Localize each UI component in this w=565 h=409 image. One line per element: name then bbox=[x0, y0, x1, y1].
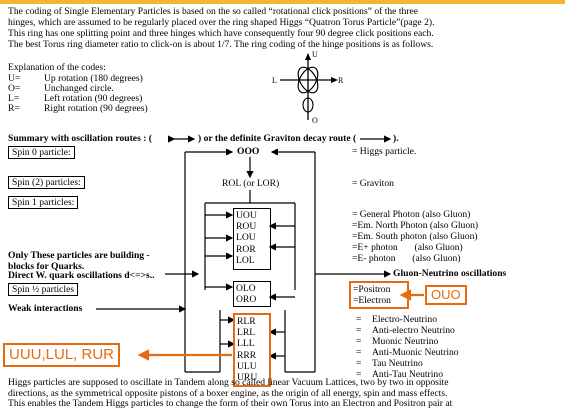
weak-name-lrl: Anti-electro Neutrino bbox=[372, 325, 455, 336]
hinge-rotor-illustration: U R L O bbox=[258, 50, 348, 130]
weak-name-uru: Anti-Tau Neutrino bbox=[372, 369, 443, 380]
intro-line-1: The coding of Single Elementary Particle… bbox=[8, 6, 419, 17]
intro-line-2: hinges, which are assumed to be regularl… bbox=[8, 17, 435, 28]
spin1-code-rou: ROU bbox=[236, 221, 257, 233]
spin1-code-lou: LOU bbox=[236, 232, 256, 244]
spin1-code-ror: ROR bbox=[236, 243, 256, 255]
footer-line-2: directions, as the symmetrical opposite … bbox=[8, 388, 448, 399]
summary-middle: ) or the definite Graviton decay route ( bbox=[198, 133, 357, 144]
spin-half-label: Spin ½ particles bbox=[8, 283, 79, 296]
weak-label: Weak interactions bbox=[8, 303, 83, 314]
spin-half-code-group: OLO ORO bbox=[233, 281, 271, 307]
spin1-code-lol: LOL bbox=[236, 254, 255, 266]
rotor-label-up: U bbox=[312, 50, 318, 59]
code-desc-u: Up rotation (180 degrees) bbox=[44, 73, 143, 84]
code-desc-r: Right rotation (90 degrees) bbox=[44, 103, 148, 114]
spin2-name: = Graviton bbox=[352, 178, 394, 189]
spin1-name-rou: =Em. North Photon (also Gluon) bbox=[352, 220, 479, 231]
quarks-note-line-1: Only These particles are building - bbox=[8, 250, 150, 261]
weak-bullet-6: = bbox=[356, 369, 362, 380]
weak-code-lrl: LRL bbox=[237, 327, 256, 339]
weak-bullet-3: = bbox=[356, 336, 362, 347]
code-desc-o: Unchanged circle. bbox=[44, 83, 114, 94]
gluon-neutrino-label: Gluon-Neutrino oscillations bbox=[393, 268, 507, 279]
spin-half-name-positron: =Positron bbox=[353, 284, 391, 295]
spin2-code: ROL (or LOR) bbox=[222, 178, 280, 189]
code-key-u: U= bbox=[8, 73, 21, 84]
weak-code-uru: URU bbox=[237, 372, 258, 384]
footer-line-3: This enables the Tandem Higgs particles … bbox=[8, 398, 453, 409]
footer-line-1: Higgs particles are supposed to oscillat… bbox=[8, 377, 449, 388]
spin1-name-uou: = General Photon (also Gluon) bbox=[352, 209, 471, 220]
ouo-callout: OUO bbox=[425, 285, 467, 305]
spin1-name-ror: =E+ photon (also Gluon) bbox=[352, 242, 463, 253]
summary-suffix: ). bbox=[393, 133, 399, 144]
code-key-r: R= bbox=[8, 103, 20, 114]
weak-name-rlr: Electro-Neutrino bbox=[372, 314, 437, 325]
weak-code-group: RLR LRL LLL RRR ULU URU bbox=[233, 313, 271, 387]
spin-half-name-group: =Positron =Electron bbox=[349, 281, 409, 309]
spin-half-code-oro: ORO bbox=[236, 294, 257, 306]
summary-prefix: Summary with oscillation routes : ( bbox=[8, 133, 152, 144]
spin1-code-uou: UOU bbox=[236, 210, 257, 221]
quarks-note-line-2: blocks for Quarks. bbox=[8, 261, 85, 272]
weak-code-rrr: RRR bbox=[237, 349, 257, 361]
spin1-label: Spin 1 particles: bbox=[8, 196, 79, 209]
top-accent-bar bbox=[0, 0, 565, 4]
code-key-l: L= bbox=[8, 93, 20, 104]
rotor-label-left: L bbox=[272, 76, 277, 85]
weak-code-rlr: RLR bbox=[237, 316, 256, 327]
weak-name-lll: Muonic Neutrino bbox=[372, 336, 439, 347]
spin-half-name-electron: =Electron bbox=[353, 295, 391, 307]
spin0-name: = Higgs particle. bbox=[352, 146, 417, 157]
spin1-name-lou: =Em. South photon (also Gluon) bbox=[352, 231, 478, 242]
weak-name-ulu: Tau Neutrino bbox=[372, 358, 423, 369]
rotor-label-down: O bbox=[312, 116, 318, 125]
spin-half-code-olo: OLO bbox=[236, 283, 256, 294]
weak-code-lll: LLL bbox=[237, 338, 255, 350]
uuu-callout: UUU,LUL, RUR bbox=[3, 343, 121, 367]
weak-bullet-4: = bbox=[356, 347, 362, 358]
code-key-o: O= bbox=[8, 83, 21, 94]
spin0-label: Spin 0 particle: bbox=[8, 146, 75, 159]
codes-heading: Explanation of the codes: bbox=[8, 62, 106, 73]
weak-code-ulu: ULU bbox=[237, 360, 257, 372]
spin1-name-lol: =E- photon (also Gluon) bbox=[352, 253, 461, 264]
spin1-code-group: UOU ROU LOU ROR LOL bbox=[233, 208, 271, 270]
intro-line-4: The best Torus ring diameter ratio to cl… bbox=[8, 39, 434, 50]
rotor-label-right: R bbox=[338, 76, 344, 85]
weak-bullet-5: = bbox=[356, 358, 362, 369]
weak-bullet-1: = bbox=[356, 314, 362, 325]
direct-w-note: Direct W. quark oscillations d<=>s.. bbox=[8, 270, 155, 281]
spin0-code: OOO bbox=[237, 146, 260, 157]
weak-bullet-2: = bbox=[356, 325, 362, 336]
intro-line-3: This ring has one splitting point and th… bbox=[8, 28, 434, 39]
code-desc-l: Left rotation (90 degrees) bbox=[44, 93, 143, 104]
weak-name-rrr: Anti-Muonic Neutrino bbox=[372, 347, 459, 358]
spin2-label: Spin (2) particles: bbox=[8, 176, 85, 189]
